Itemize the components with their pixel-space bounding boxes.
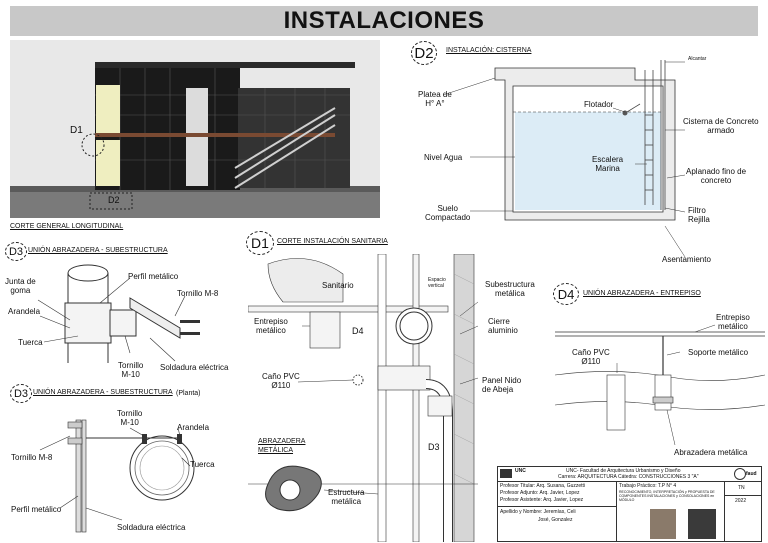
tb-alumno1: Apellido y Nombre: Jeremías, Celi bbox=[500, 509, 576, 515]
d4-entrepiso-label: Entrepiso metálico bbox=[716, 313, 750, 331]
d3-tornillo10-label: Tornillo M-10 bbox=[118, 361, 144, 379]
d1-sanitario-label: Sanitario bbox=[322, 281, 354, 290]
d3-tuerca-label: Tuerca bbox=[18, 338, 43, 347]
d1-subestructura-label: Subestructura metálica bbox=[485, 280, 535, 298]
tb-alumno2: José, Gonzalez bbox=[538, 517, 573, 523]
d1-entrepiso-label: Entrepiso metálico bbox=[254, 317, 288, 335]
d2-suelo-label: Suelo Compactado bbox=[425, 204, 471, 222]
page-title: INSTALACIONES bbox=[283, 7, 485, 34]
tb-divider-h2 bbox=[724, 495, 761, 496]
title-block: UNC UNC- Facultad de Arquitectura Urbani… bbox=[497, 466, 762, 542]
d3p-tornillo8-label: Tornillo M-8 bbox=[11, 453, 53, 462]
d3p-tornillo10-label: Tornillo M-10 bbox=[117, 409, 143, 427]
unc-logo-text: UNC bbox=[515, 468, 526, 474]
d2-aplanado-label: Aplanado fino de concreto bbox=[686, 167, 747, 185]
tb-divider-v1 bbox=[616, 481, 617, 541]
tb-trabajo: Trabajo Práctico: T.P N° 4 bbox=[619, 483, 677, 489]
d2-caption: INSTALACIÓN: CISTERNA bbox=[446, 47, 532, 54]
tb-faculty: UNC- Facultad de Arquitectura Urbanismo … bbox=[566, 468, 681, 474]
d4-cano-label: Caño PVC Ø110 bbox=[572, 348, 610, 366]
d2-asentamiento-label: Asentamiento bbox=[662, 255, 711, 264]
d3-sub-badge: D3 bbox=[5, 242, 27, 261]
d3p-soldadura-label: Soldadura eléctrica bbox=[117, 523, 186, 532]
tb-year: 2022 bbox=[735, 498, 747, 504]
tb-career: Carrera: ARQUITECTURA Cátedra: CONSTRUCC… bbox=[558, 474, 699, 480]
d4-badge: D4 bbox=[553, 283, 579, 305]
d3-perfil-label: Perfil metálico bbox=[128, 272, 179, 281]
d2-flotador-label: Flotador bbox=[584, 100, 614, 109]
d3p-tuerca-label: Tuerca bbox=[190, 460, 215, 469]
d1-d4-callout: D4 bbox=[352, 326, 364, 336]
d4-soporte-label: Soporte metálico bbox=[688, 348, 749, 357]
d2-nivel-agua-label: Nivel Agua bbox=[424, 153, 463, 162]
d2-callout: D2 bbox=[108, 195, 120, 205]
d3-arandela-label: Arandela bbox=[8, 307, 41, 316]
d2-cisterna-label: Cisterna de Concreto armado bbox=[683, 117, 759, 135]
d3-soldadura-label: Soldadura eléctrica bbox=[160, 363, 229, 372]
sanitaria-drawing bbox=[248, 254, 479, 542]
cisterna-drawing bbox=[442, 60, 686, 258]
tb-divider-v2 bbox=[724, 481, 725, 541]
d1-panel-label: Panel Nido de Abeja bbox=[482, 376, 522, 394]
entrepiso-drawing bbox=[555, 324, 765, 446]
d3-sub-caption: UNIÓN ABRAZADERA - SUBESTRUCTURA bbox=[28, 247, 168, 254]
d3p-arandela-label: Arandela bbox=[177, 423, 210, 432]
abrazadera-sub-drawing bbox=[37, 264, 200, 363]
d1-caption: CORTE INSTALACIÓN SANITARIA bbox=[277, 238, 388, 245]
d3p-perfil-label: Perfil metálico bbox=[11, 505, 62, 514]
tb-desc: RECONOCIMIENTO, INTERPRETACIÓN y PROPUES… bbox=[619, 490, 715, 503]
building-section-drawing bbox=[10, 62, 380, 218]
d3-junta-label: Junta de goma bbox=[5, 277, 36, 295]
d1-cierre-label: Cierre aluminio bbox=[488, 317, 518, 335]
tb-prof-adjunto: Profesor Adjunto: Arq. Javier, Lopez bbox=[500, 490, 580, 496]
abrazadera-planta-drawing bbox=[39, 419, 195, 533]
faud-logo bbox=[734, 468, 746, 480]
tb-prof-asistente: Profesor Asistente: Arq. Javier, Lopez bbox=[500, 497, 584, 503]
d4-abrazadera-label: Abrazadera metálica bbox=[674, 448, 748, 457]
d3-planta-caption: UNIÓN ABRAZADERA - SUBESTRUCTURA bbox=[33, 389, 173, 396]
d3-tornillo8-label: Tornillo M-8 bbox=[177, 289, 219, 298]
faud-logo-text: faud bbox=[746, 471, 757, 477]
title-bar: INSTALACIONES bbox=[10, 6, 758, 36]
d2-escalera-label: Escalera Marina bbox=[592, 155, 624, 173]
tb-divider-h1 bbox=[498, 506, 616, 507]
d1-espacio-label: Espacio vertical bbox=[428, 277, 446, 289]
tb-header: UNC UNC- Facultad de Arquitectura Urbani… bbox=[498, 467, 761, 482]
d4-caption: UNIÓN ABRAZADERA - ENTREPISO bbox=[583, 290, 701, 297]
d2-badge: D2 bbox=[411, 41, 437, 65]
d1-d3-callout: D3 bbox=[428, 442, 440, 452]
tb-prof-titular: Profesor Titular: Arq. Susana, Guzzetti bbox=[500, 483, 586, 489]
tb-tn: TN bbox=[738, 485, 745, 491]
d2-alcantar-label: Alcantar bbox=[688, 56, 707, 62]
d3-planta-caption-suffix: (Planta) bbox=[176, 390, 201, 397]
d1-badge: D1 bbox=[246, 231, 274, 255]
corte-general-render: D1 D2 bbox=[10, 40, 380, 218]
d2-platea-label: Platea de H° A° bbox=[418, 90, 452, 108]
corte-general-caption: CORTE GENERAL LONGITUDINAL bbox=[10, 223, 124, 230]
d1-estructura-label: Estructura metálica bbox=[328, 488, 365, 506]
d1-cano-label: Caño PVC Ø110 bbox=[262, 372, 300, 390]
d1-abrazadera-title: ABRAZADERA METÁLICA bbox=[258, 438, 306, 454]
d2-filtro-label: Filtro Rejilla bbox=[688, 206, 710, 224]
d1-callout: D1 bbox=[70, 125, 83, 136]
student-photo-1 bbox=[650, 509, 676, 539]
d3-planta-badge: D3 bbox=[10, 384, 32, 403]
student-photo-2 bbox=[688, 509, 716, 539]
unc-logo bbox=[500, 469, 512, 478]
